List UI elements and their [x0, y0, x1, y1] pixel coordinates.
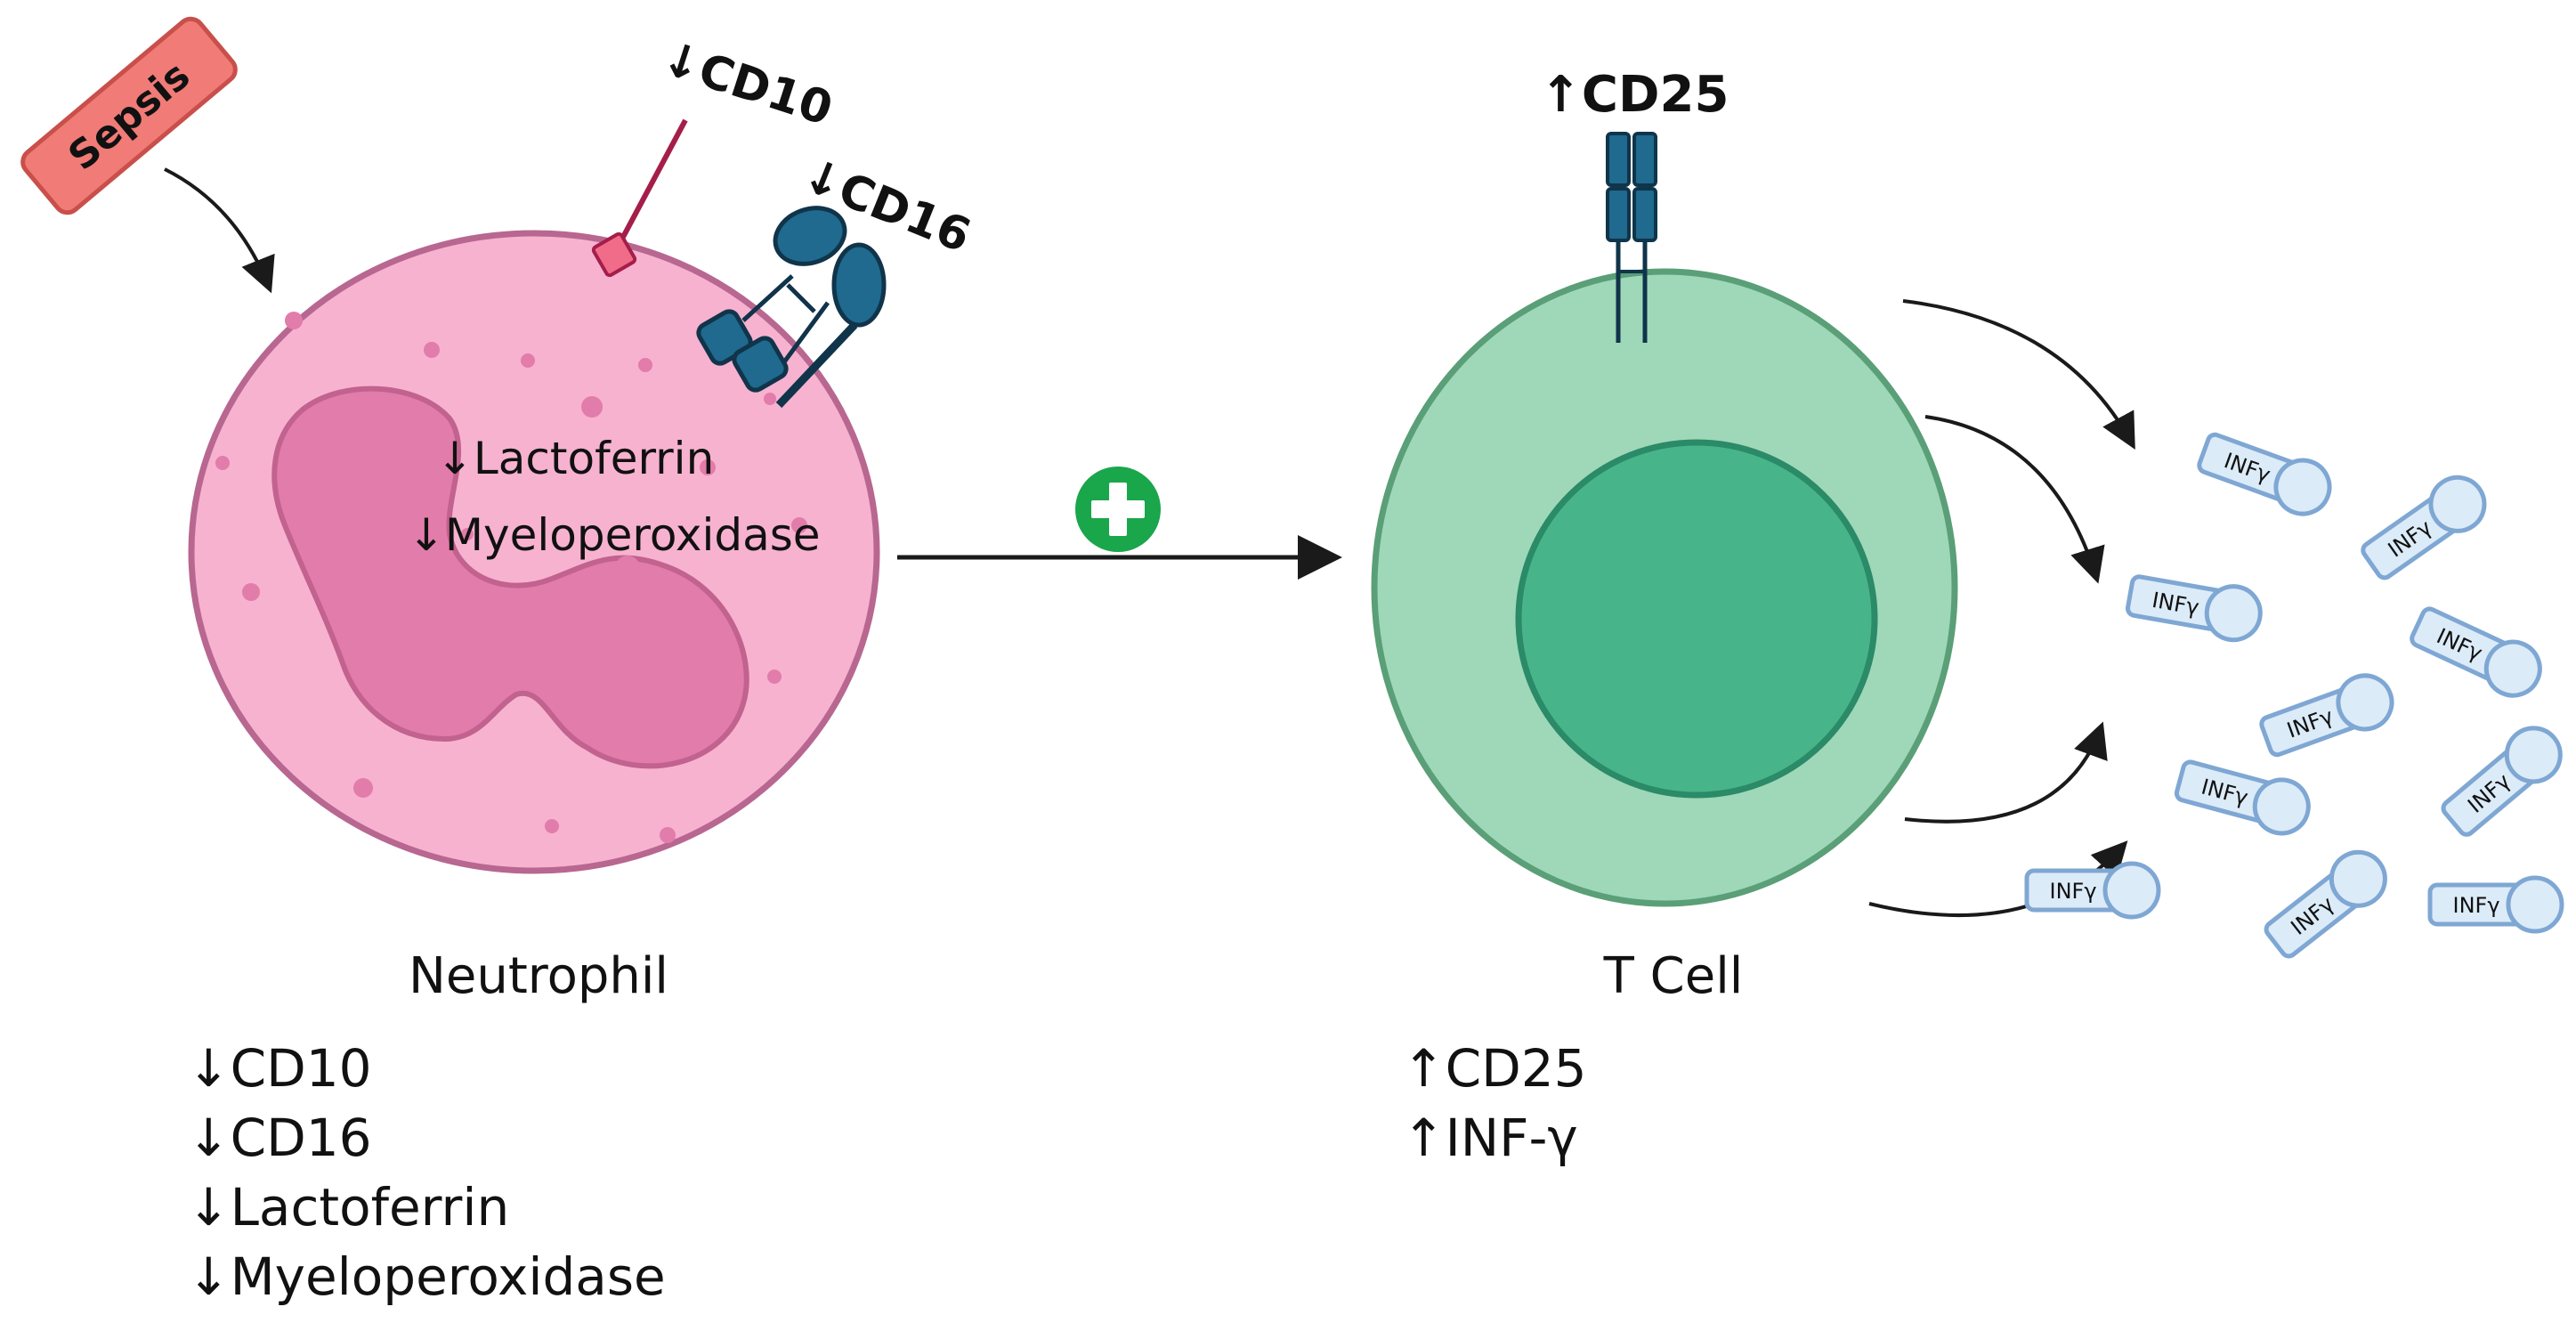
sepsis-tag: Sepsis [20, 16, 238, 215]
cd25-receptor-label: ↑CD25 [1540, 66, 1729, 124]
cd25-receptor-name: CD25 [1582, 66, 1729, 124]
cd10-surface-name: CD10 [692, 44, 838, 137]
secretion-arrow [1924, 415, 2105, 584]
neutrophil-summary-item: ↓Lactoferrin [187, 1177, 509, 1238]
infg-cytokine: INFγ [2427, 875, 2564, 934]
infg-cytokine: INFγ [2259, 673, 2394, 758]
neutrophil-nucleus [271, 386, 749, 769]
summary-arrow-down-icon: ↓ [187, 1177, 231, 1238]
cd25-receptor-arrow: ↑ [1540, 66, 1582, 124]
infg-cytokine: INFγ [2361, 475, 2487, 580]
infg-cytokine: INFγ [2024, 861, 2161, 920]
t-cell-summary-item: ↑INF-γ [1402, 1108, 1578, 1168]
summary-arrow-up-icon: ↑ [1402, 1038, 1446, 1099]
summary-name: CD10 [231, 1038, 372, 1099]
neutrophil-title: Neutrophil [409, 947, 668, 1005]
lactoferrin-internal-label: ↓Lactoferrin [436, 433, 714, 484]
t-cell-nucleus [1515, 439, 1878, 799]
sepsis-arrow [164, 167, 275, 294]
sepsis-tag-box [20, 16, 238, 215]
myeloperoxidase-internal-name: Myeloperoxidase [445, 509, 821, 561]
neutrophil-granules [215, 312, 807, 843]
lactoferrin-internal-arrow: ↓ [436, 433, 474, 484]
cd25-receptor [1606, 132, 1657, 343]
neutrophil-summary-list: ↓CD10 ↓CD16 ↓Lactoferrin ↓Myeloperoxidas… [187, 1038, 666, 1307]
neutrophil-summary-item: ↓CD16 [187, 1108, 372, 1168]
t-cell-summary-item: ↑CD25 [1402, 1038, 1587, 1099]
myeloperoxidase-internal-label: ↓Myeloperoxidase [408, 509, 821, 561]
t-cell-summary-list: ↑CD25 ↑INF-γ [1402, 1038, 1587, 1168]
neutrophil-summary-item: ↓CD10 [187, 1038, 372, 1099]
cd16-receptor [696, 206, 887, 409]
infg-cytokine: INFγ [2410, 606, 2542, 698]
summary-name: CD16 [231, 1108, 372, 1168]
summary-arrow-down-icon: ↓ [187, 1038, 231, 1099]
infg-cytokine: INFγ [2441, 726, 2563, 837]
infg-cytokine: INFγ [2197, 432, 2332, 516]
infg-cytokine: INFγ [2174, 759, 2311, 836]
t-cell-title: T Cell [1603, 947, 1744, 1005]
t-cell [1371, 268, 1958, 907]
cd10-anchor [591, 231, 637, 278]
summary-name: Myeloperoxidase [231, 1246, 666, 1307]
neutrophil-summary-item: ↓Myeloperoxidase [187, 1246, 666, 1307]
activation-plus-icon [1075, 467, 1161, 552]
infg-cytokine: INFγ [2264, 849, 2387, 959]
neutrophil-cell [188, 230, 880, 874]
secretion-arrow [1902, 299, 2135, 450]
summary-arrow-down-icon: ↓ [187, 1108, 231, 1168]
summary-arrow-down-icon: ↓ [187, 1246, 231, 1307]
infg-label: INFγ [2452, 893, 2499, 918]
infg-cytokine: INFγ [2125, 574, 2263, 643]
lactoferrin-internal-name: Lactoferrin [474, 433, 714, 484]
cd10-stalk [612, 118, 688, 256]
summary-arrow-up-icon: ↑ [1402, 1108, 1446, 1168]
myeloperoxidase-internal-arrow: ↓ [408, 509, 445, 561]
cd10-receptor [591, 118, 688, 278]
infg-label: INFγ [2049, 879, 2096, 904]
secretion-arrow [1904, 721, 2108, 824]
summary-name: INF-γ [1446, 1108, 1578, 1168]
summary-name: Lactoferrin [231, 1177, 510, 1238]
summary-name: CD25 [1446, 1038, 1587, 1099]
